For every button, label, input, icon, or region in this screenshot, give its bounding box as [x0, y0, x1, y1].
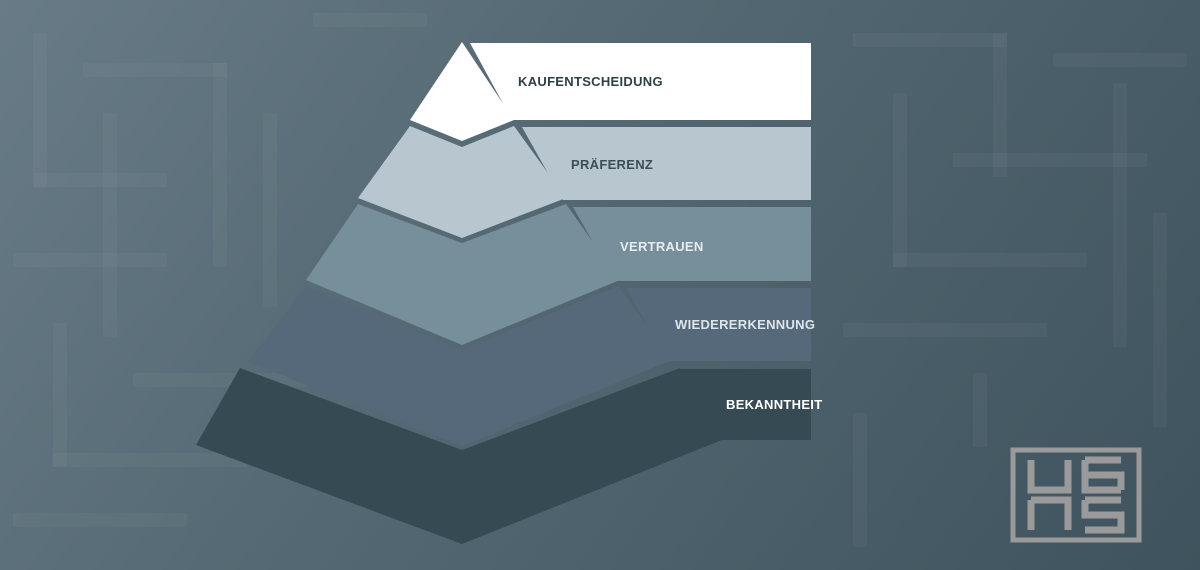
level-label-praeferenz: PRÄFERENZ: [571, 157, 653, 172]
logo-mark: [1010, 447, 1142, 543]
pyramid-level-bekanntheit: [196, 368, 722, 544]
band-vertrauen: [573, 207, 811, 281]
band-wiedererkennung: [626, 288, 811, 361]
pyramid-level-praeferenz: [358, 126, 566, 238]
level-label-kaufentscheidung: KAUFENTSCHEIDUNG: [518, 74, 663, 89]
level-label-bekanntheit: BEKANNTHEIT: [726, 397, 822, 412]
level-label-wiedererkennung: WIEDERERKENNUNG: [675, 317, 815, 332]
pyramid-level-vertrauen: [306, 204, 620, 345]
level-label-vertrauen: VERTRAUEN: [620, 239, 704, 254]
band-praeferenz: [522, 127, 811, 200]
band-kaufentscheidung: [470, 43, 811, 120]
pyramid-level-wiedererkennung: [248, 286, 672, 446]
pyramid-level-kaufentscheidung: [410, 42, 514, 141]
